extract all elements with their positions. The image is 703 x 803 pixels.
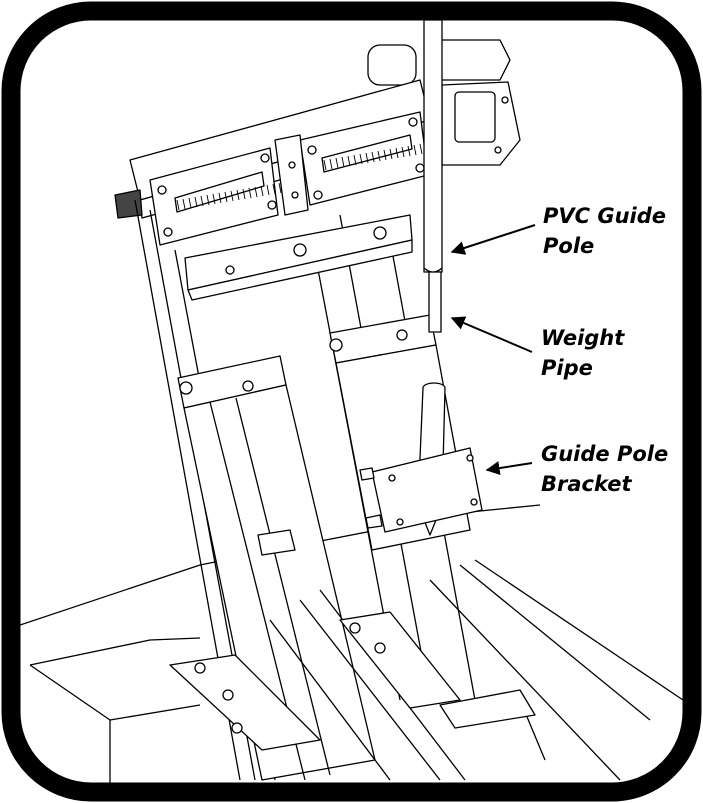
- cross-beam: [184, 214, 413, 301]
- callout-pvc-guide-pole-line2: Pole: [543, 234, 595, 258]
- guide-pole-bracket: [359, 447, 483, 533]
- callout-guide-pole-bracket-line1: Guide Pole: [541, 442, 669, 466]
- callout-weight-pipe-line2: Pipe: [541, 356, 593, 380]
- callout-arrows: [450, 224, 536, 475]
- callout-guide-pole-bracket-line2: Bracket: [541, 472, 632, 496]
- anchor-bolts: [169, 611, 536, 751]
- spring-housing-right: [274, 111, 435, 216]
- arrow-weight-pipe: [450, 316, 533, 353]
- motor-housing: [367, 39, 521, 166]
- arrow-pvc-guide-pole: [450, 224, 536, 255]
- arrow-guide-pole-bracket: [485, 461, 533, 475]
- callout-weight-pipe-line1: Weight: [541, 326, 625, 350]
- callout-pvc-guide-pole-line1: PVC Guide: [543, 204, 667, 228]
- pvc-guide-pole: [423, 20, 443, 333]
- carriage-left: [177, 355, 376, 781]
- spring-housing-left: [149, 147, 288, 246]
